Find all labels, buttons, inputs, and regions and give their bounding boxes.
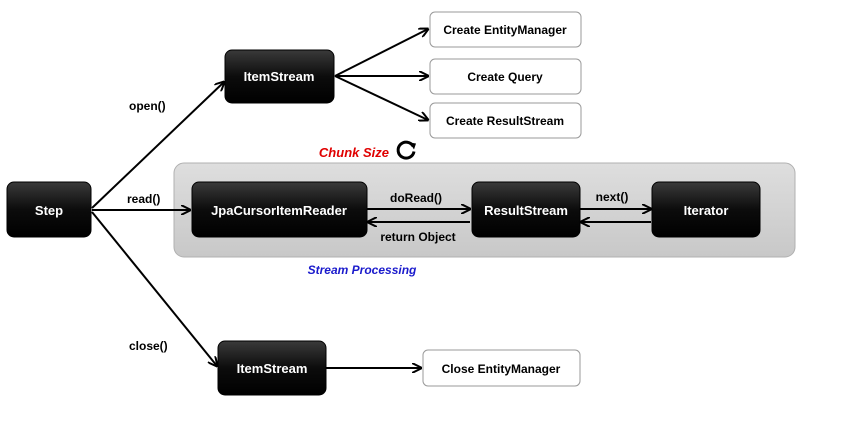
label-open: open() [129, 99, 166, 113]
node-result-stream-label: ResultStream [484, 203, 568, 218]
edge-open [91, 82, 224, 209]
node-itemstream-close[interactable]: ItemStream [217, 340, 327, 396]
node-create-result-stream[interactable]: Create ResultStream [429, 102, 582, 139]
edge-create-entity-manager [334, 29, 428, 77]
label-return-object: return Object [380, 230, 455, 244]
node-iterator[interactable]: Iterator [651, 181, 761, 238]
edge-create-result-stream [334, 75, 428, 120]
node-itemstream-close-label: ItemStream [237, 361, 308, 376]
node-jpa-cursor-item-reader[interactable]: JpaCursorItemReader [191, 181, 368, 238]
label-do-read: doRead() [390, 191, 442, 205]
node-itemstream-open-label: ItemStream [244, 69, 315, 84]
node-create-query-label: Create Query [467, 70, 543, 84]
edges [91, 29, 651, 368]
node-create-query[interactable]: Create Query [429, 58, 582, 95]
refresh-icon [396, 140, 416, 160]
chunk-size-label: Chunk Size [319, 145, 389, 160]
node-result-stream[interactable]: ResultStream [471, 181, 581, 238]
label-close: close() [129, 339, 168, 353]
node-create-entity-manager[interactable]: Create EntityManager [429, 11, 582, 48]
node-step[interactable]: Step [6, 181, 92, 238]
node-itemstream-open[interactable]: ItemStream [224, 49, 335, 104]
node-step-label: Step [35, 203, 63, 218]
node-create-result-stream-label: Create ResultStream [446, 114, 564, 128]
label-read: read() [127, 192, 160, 206]
stream-processing-label: Stream Processing [308, 263, 417, 277]
label-next: next() [596, 190, 629, 204]
node-create-entity-manager-label: Create EntityManager [443, 23, 567, 37]
node-close-entity-manager[interactable]: Close EntityManager [422, 349, 581, 387]
node-close-entity-manager-label: Close EntityManager [442, 362, 561, 376]
edge-close [91, 211, 217, 366]
node-iterator-label: Iterator [684, 203, 729, 218]
node-jpa-cursor-item-reader-label: JpaCursorItemReader [211, 203, 347, 218]
